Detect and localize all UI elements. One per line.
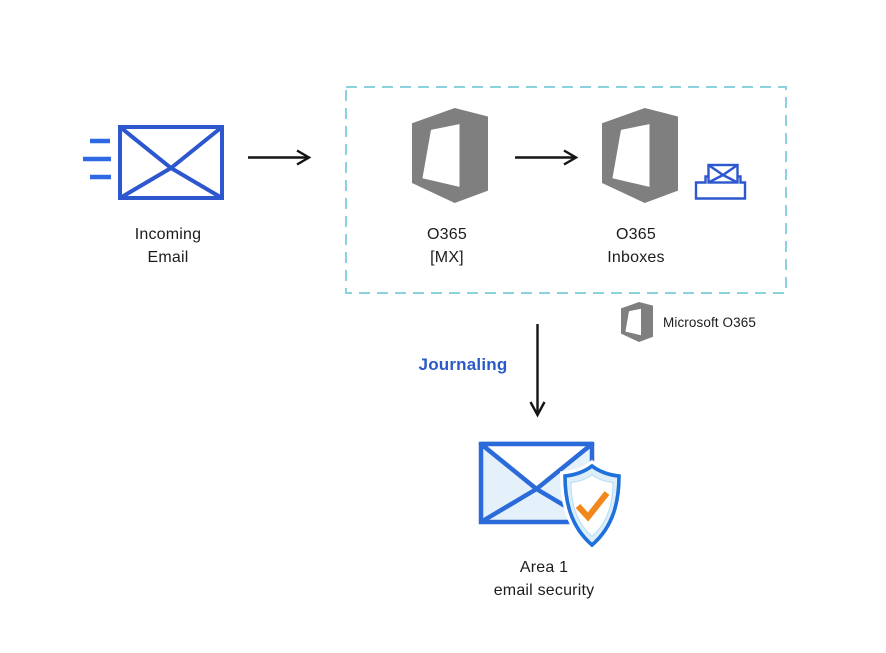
arrow-right-icon <box>515 149 579 166</box>
label-line: Inboxes <box>607 249 665 266</box>
o365-boundary-box <box>345 86 787 294</box>
label-line: Email <box>147 249 189 266</box>
envelope-shield-check-icon <box>478 441 625 552</box>
area1-label: Area 1 email security <box>464 556 624 602</box>
label-line: Incoming <box>134 226 202 243</box>
legend-label: Microsoft O365 <box>663 315 756 330</box>
arrow-down-icon <box>529 324 546 418</box>
legend-office365-icon <box>621 302 653 342</box>
incoming-email-label: Incoming Email <box>98 223 238 269</box>
label-line: O365 <box>616 226 656 243</box>
incoming-envelope-icon <box>83 125 224 200</box>
label-line: email security <box>493 582 595 599</box>
o365-inboxes-label: O365 Inboxes <box>566 223 706 269</box>
inbox-envelope-icon <box>694 163 747 200</box>
label-line: [MX] <box>430 249 464 266</box>
label-line: Area 1 <box>519 559 569 576</box>
arrow-right-icon <box>248 149 312 166</box>
office365-icon <box>412 108 488 203</box>
journaling-label: Journaling <box>418 355 508 374</box>
label-line: O365 <box>427 226 467 243</box>
o365-mx-label: O365 [MX] <box>377 223 517 269</box>
office365-icon <box>602 108 678 203</box>
